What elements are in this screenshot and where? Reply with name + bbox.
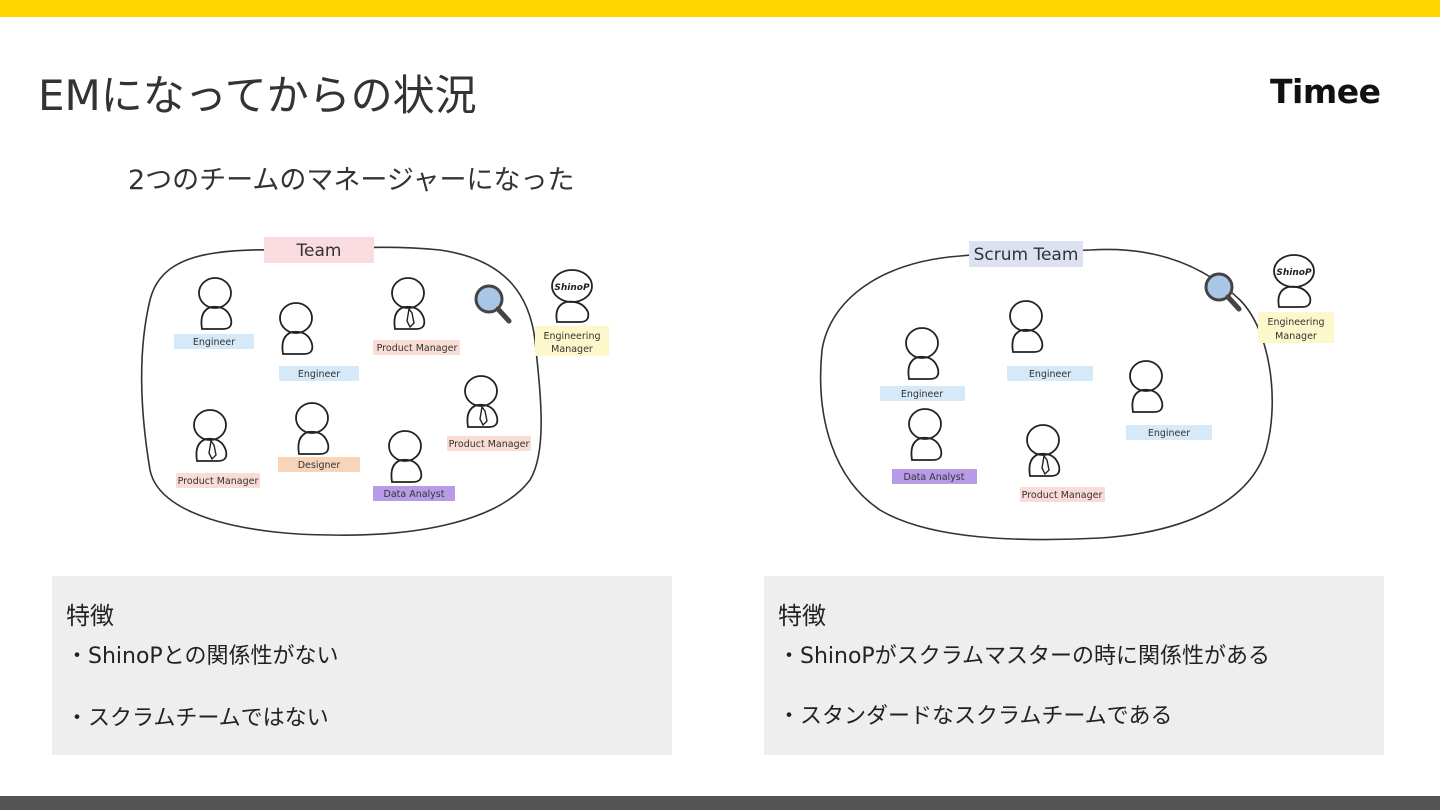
product-manager-tag [447,436,531,451]
left-features-box: 特徴 ・ShinoPとの関係性がない ・スクラムチームではない [52,576,672,755]
engineering-manager-tag [1258,312,1334,343]
engineer-figure [1129,360,1164,413]
engineering-manager-label: Manager [1275,331,1317,342]
data-analyst-figure [908,408,943,461]
engineer-label: Engineer [1148,428,1190,439]
left-team-label-tag [264,237,374,263]
engineer-figure [198,277,233,330]
engineer-figure [1009,300,1044,353]
engineer-label: Engineer [298,369,340,380]
left-feature-2: ・スクラムチームではない [66,706,329,731]
top-accent-bar [0,0,1440,17]
engineer-label: Engineer [901,389,943,400]
right-features-heading: 特徴 [778,602,826,630]
bottom-bar [0,796,1440,810]
team-diagrams: Team Engineer Engineer Product Manager P… [140,237,1334,541]
engineering-manager-label: Manager [551,344,593,355]
data-analyst-label: Data Analyst [904,472,965,483]
engineer-label: Engineer [193,337,235,348]
designer-figure [295,402,330,455]
shinop-manager-figure: ShinoP [1273,254,1315,308]
product-manager-figure [193,409,228,462]
data-analyst-label: Data Analyst [384,489,445,500]
left-features-heading: 特徴 [66,602,114,630]
engineer-tag [880,386,965,401]
product-manager-tag [373,340,460,355]
right-team-label: Scrum Team [974,245,1079,265]
right-team-group: Scrum Team Engineer Engineer Engineer Da… [819,241,1334,541]
engineering-manager-label: Engineering [1268,317,1325,328]
timee-logo: Timee [1270,72,1381,111]
engineer-tag [279,366,359,381]
engineering-manager-tag [535,326,609,356]
left-feature-1: ・ShinoPとの関係性がない [66,644,339,669]
engineer-figure [279,302,314,355]
shinop-badge: ShinoP [1276,268,1312,278]
data-analyst-tag [373,486,455,501]
product-manager-label: Product Manager [178,476,259,487]
magnifier-icon [1206,274,1239,309]
left-team-group: Team Engineer Engineer Product Manager P… [140,237,609,536]
left-team-boundary [140,246,542,536]
engineer-figure [905,327,940,380]
left-team-label: Team [296,241,342,261]
engineer-tag [1007,366,1093,381]
product-manager-figure [391,277,426,330]
right-team-boundary [819,248,1274,541]
product-manager-label: Product Manager [377,343,458,354]
product-manager-tag [1020,487,1105,502]
right-team-label-tag [969,241,1083,267]
designer-label: Designer [298,460,341,471]
shinop-manager-figure: ShinoP [551,269,593,323]
product-manager-label: Product Manager [1022,490,1103,501]
engineering-manager-label: Engineering [544,331,601,342]
right-feature-2: ・スタンダードなスクラムチームである [778,704,1173,729]
page-title: EMになってからの状況 [38,71,477,120]
data-analyst-tag [892,469,977,484]
engineer-tag [174,334,254,349]
product-manager-figure [1026,424,1061,477]
product-manager-tag [176,473,260,488]
magnifier-icon [476,286,509,321]
product-manager-label: Product Manager [449,439,530,450]
engineer-tag [1126,425,1212,440]
right-features-box: 特徴 ・ShinoPがスクラムマスターの時に関係性がある ・スタンダードなスクラ… [764,576,1384,755]
data-analyst-figure [388,430,423,483]
product-manager-figure [464,375,499,428]
engineer-label: Engineer [1029,369,1071,380]
subtitle: 2つのチームのマネージャーになった [128,165,575,196]
right-feature-1: ・ShinoPがスクラムマスターの時に関係性がある [778,644,1271,669]
shinop-badge: ShinoP [554,283,590,293]
designer-tag [278,457,360,472]
